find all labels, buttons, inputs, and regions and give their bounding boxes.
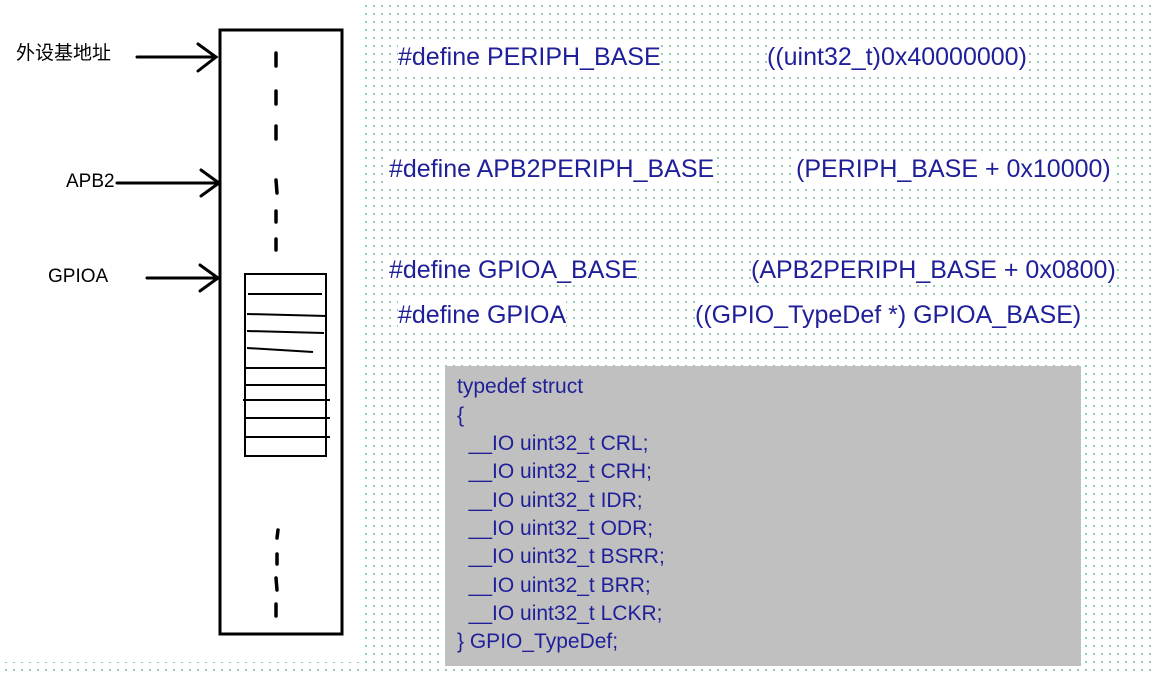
arrow-gpioa [145, 263, 221, 293]
code-line: } GPIO_TypeDef; [457, 630, 619, 653]
arrow-periph-base [135, 42, 219, 73]
label-apb2: APB2 [66, 171, 115, 192]
gpio-typedef-code-block: typedef struct { __IO uint32_t CRL; __IO… [445, 366, 1081, 666]
code-line: __IO uint32_t CRL; [457, 432, 649, 455]
define-gpioa-name: #define GPIOA [398, 300, 567, 330]
code-line: typedef struct [457, 375, 584, 398]
code-line: __IO uint32_t LCKR; [457, 602, 663, 625]
code-line: __IO uint32_t CRH; [457, 460, 652, 483]
gpioa-register-block [244, 273, 327, 457]
label-periph-base: 外设基地址 [16, 43, 112, 64]
define-apb2periph-base-value: (PERIPH_BASE + 0x10000) [796, 154, 1111, 184]
register-lines [243, 293, 330, 438]
memory-gap-dashes-top [274, 51, 279, 252]
define-apb2periph-base-name: #define APB2PERIPH_BASE [389, 154, 715, 184]
code-line: __IO uint32_t ODR; [457, 517, 654, 540]
code-line: __IO uint32_t IDR; [457, 489, 643, 512]
define-periph-base-value: ((uint32_t)0x40000000) [767, 42, 1027, 72]
define-periph-base-name: #define PERIPH_BASE [398, 42, 661, 72]
define-gpioa-base-value: (APB2PERIPH_BASE + 0x0800) [751, 255, 1116, 285]
code-line: __IO uint32_t BSRR; [457, 545, 665, 568]
arrow-apb2 [115, 168, 222, 198]
define-gpioa-base-name: #define GPIOA_BASE [389, 255, 638, 285]
code-line: __IO uint32_t BRR; [457, 574, 651, 597]
memory-gap-dashes-bottom [274, 528, 280, 618]
label-gpioa: GPIOA [48, 266, 109, 287]
code-line: { [457, 404, 465, 427]
define-gpioa-value: ((GPIO_TypeDef *) GPIOA_BASE) [695, 300, 1082, 330]
